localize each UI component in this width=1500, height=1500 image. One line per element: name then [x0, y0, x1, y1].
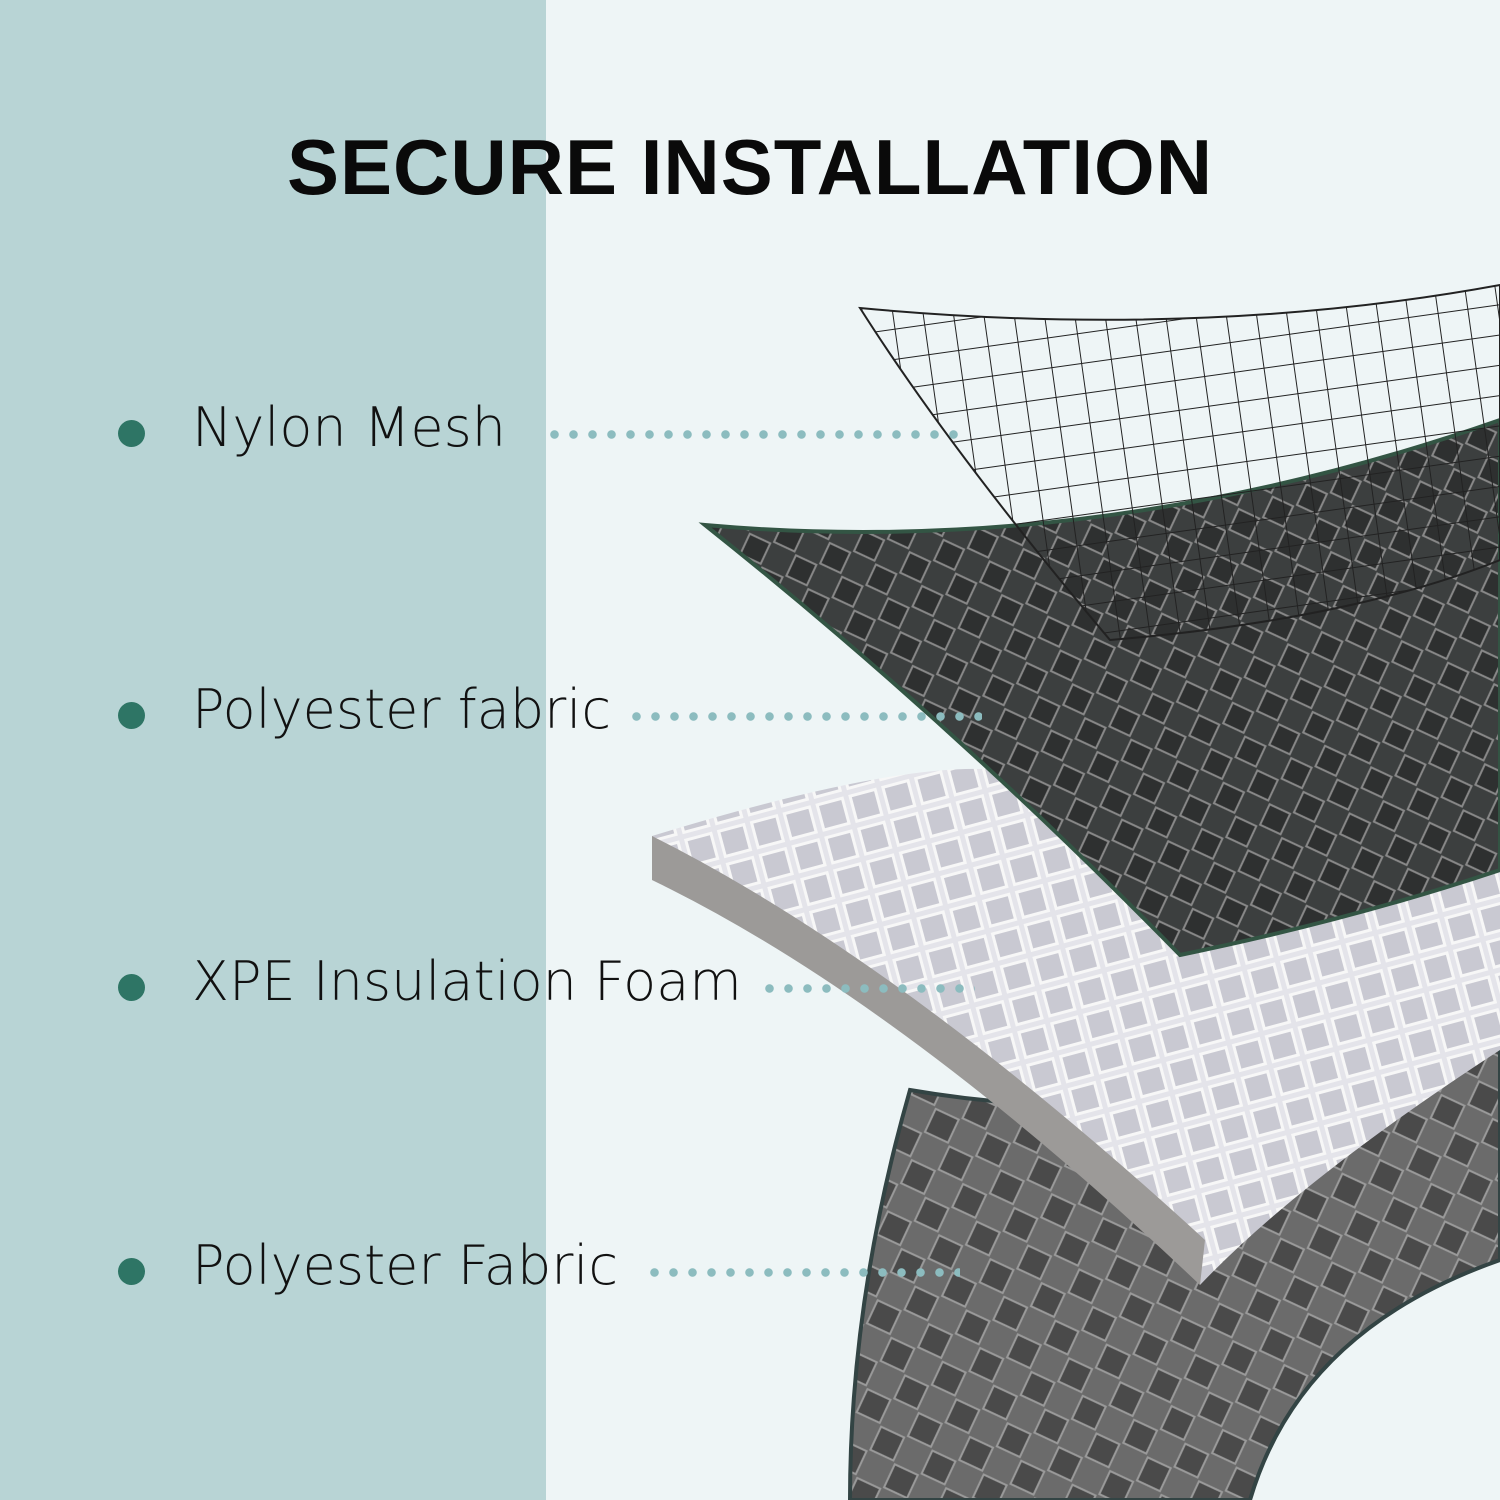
bullet-icon	[118, 974, 145, 1001]
leader-dots	[545, 430, 960, 439]
layer-item-xpe-foam: XPE Insulation Foam	[0, 946, 1000, 1026]
bullet-icon	[118, 1258, 145, 1285]
layer-item-polyester-fabric: Polyester fabric	[0, 674, 1000, 754]
leader-dots	[627, 712, 982, 721]
page-title: SECURE INSTALLATION	[286, 123, 1214, 211]
layer-label: Nylon Mesh	[192, 396, 506, 459]
leader-dots	[645, 1268, 960, 1277]
bullet-icon	[118, 702, 145, 729]
layer-label: Polyester Fabric	[192, 1234, 619, 1297]
layer-item-polyester-fabric-bottom: Polyester Fabric	[0, 1230, 1000, 1310]
bullet-icon	[118, 420, 145, 447]
layer-label: XPE Insulation Foam	[192, 950, 742, 1013]
left-panel	[0, 0, 546, 1500]
layer-label: Polyester fabric	[192, 678, 612, 741]
nylon-mesh-layer	[858, 283, 1500, 642]
leader-dots	[760, 984, 975, 993]
layer-item-nylon-mesh: Nylon Mesh	[0, 392, 1000, 472]
